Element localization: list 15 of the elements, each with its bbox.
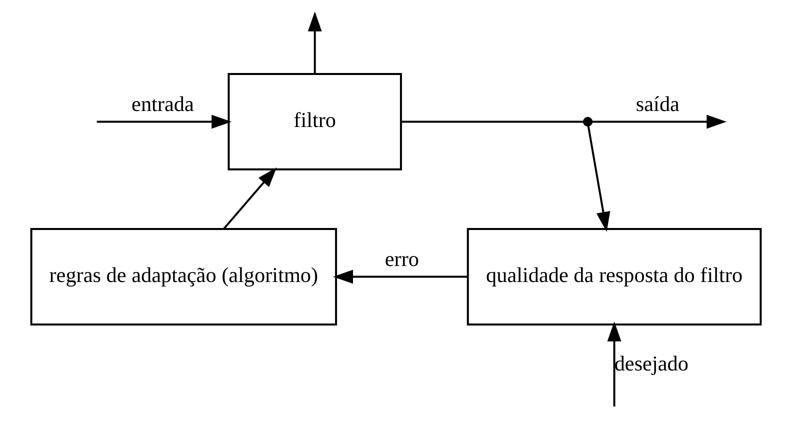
node-box: qualidade da resposta do filtro bbox=[466, 228, 762, 326]
arrow bbox=[96, 114, 231, 129]
node-box: regras de adaptação (algoritmo) bbox=[30, 228, 337, 326]
arrow bbox=[222, 167, 276, 230]
arrow bbox=[586, 126, 610, 232]
arrow bbox=[591, 114, 726, 129]
node-box: filtro bbox=[227, 73, 402, 170]
edge-label: entrada bbox=[131, 92, 194, 116]
arrow bbox=[606, 321, 621, 406]
edge-label: erro bbox=[384, 246, 419, 271]
node-circle bbox=[582, 116, 592, 127]
edge-label: saída bbox=[635, 92, 679, 116]
arrow bbox=[332, 270, 468, 284]
connector bbox=[400, 120, 584, 123]
arrow bbox=[307, 11, 322, 74]
